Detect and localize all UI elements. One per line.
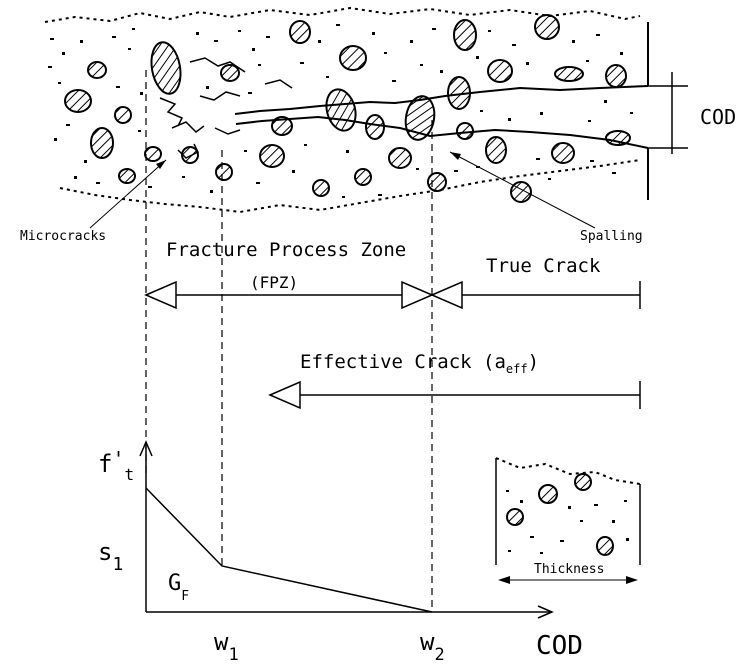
- gf-label: GF: [168, 571, 189, 604]
- specimen-top-edge: [44, 6, 641, 23]
- inset-aggregates: [506, 473, 614, 556]
- cod-axis-label: COD: [536, 631, 583, 661]
- fpz-left-arrowhead: [144, 280, 177, 310]
- w1-label: w1: [214, 628, 239, 665]
- x-axis-arrowhead: [537, 605, 554, 619]
- spalling-leader: [449, 151, 596, 229]
- microcracks-label: Microcracks: [20, 229, 106, 244]
- thickness-left-arrowhead: [498, 576, 510, 584]
- true-crack-lower-face: [235, 115, 649, 149]
- true-crack-upper-face: [234, 85, 649, 115]
- s1-label: s1: [98, 538, 123, 575]
- concrete-specimen: [44, 6, 649, 214]
- ft-axis-label: f't: [98, 447, 134, 484]
- aggregate-particles: [64, 14, 631, 203]
- true-crack-label: True Crack: [486, 255, 601, 277]
- spalling-label: Spalling: [580, 229, 643, 244]
- effective-crack-arrowhead: [268, 380, 301, 410]
- softening-curve-plot: [139, 440, 554, 619]
- w2-label: w2: [420, 628, 445, 665]
- specimen-bottom-edge: [59, 159, 641, 214]
- microcracks-leader: [89, 159, 167, 229]
- fpz-right-arrowhead: [401, 280, 434, 310]
- fpz-abbrev-label: (FPZ): [250, 273, 298, 292]
- guide-lines: [145, 70, 433, 612]
- spalling-arrowhead: [450, 152, 461, 160]
- thickness-label: Thickness: [534, 562, 604, 577]
- thickness-right-arrowhead: [626, 576, 638, 584]
- fpz-title-label: Fracture Process Zone: [166, 239, 406, 261]
- cod-dimension: [648, 72, 688, 154]
- inset-sand-grains: [506, 490, 629, 554]
- softening-curve: [145, 487, 433, 613]
- effective-crack-label: Effective Crack (aeff): [300, 351, 539, 376]
- inset-top-edge: [495, 457, 641, 485]
- thickness-inset: [495, 457, 641, 584]
- microcracks-arrowhead: [156, 160, 166, 169]
- true-crack-arrowhead: [430, 280, 463, 310]
- cod-top-label: COD: [700, 105, 736, 129]
- y-axis-arrowhead: [139, 440, 153, 457]
